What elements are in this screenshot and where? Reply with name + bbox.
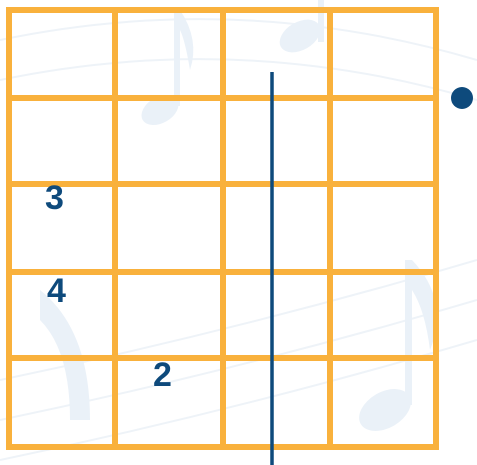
open-string-dot <box>451 87 473 109</box>
finger-label-2: 2 <box>153 356 172 394</box>
finger-label-4: 4 <box>47 272 66 310</box>
fretboard-grid <box>6 7 439 450</box>
finger-label-3: 3 <box>45 179 64 217</box>
